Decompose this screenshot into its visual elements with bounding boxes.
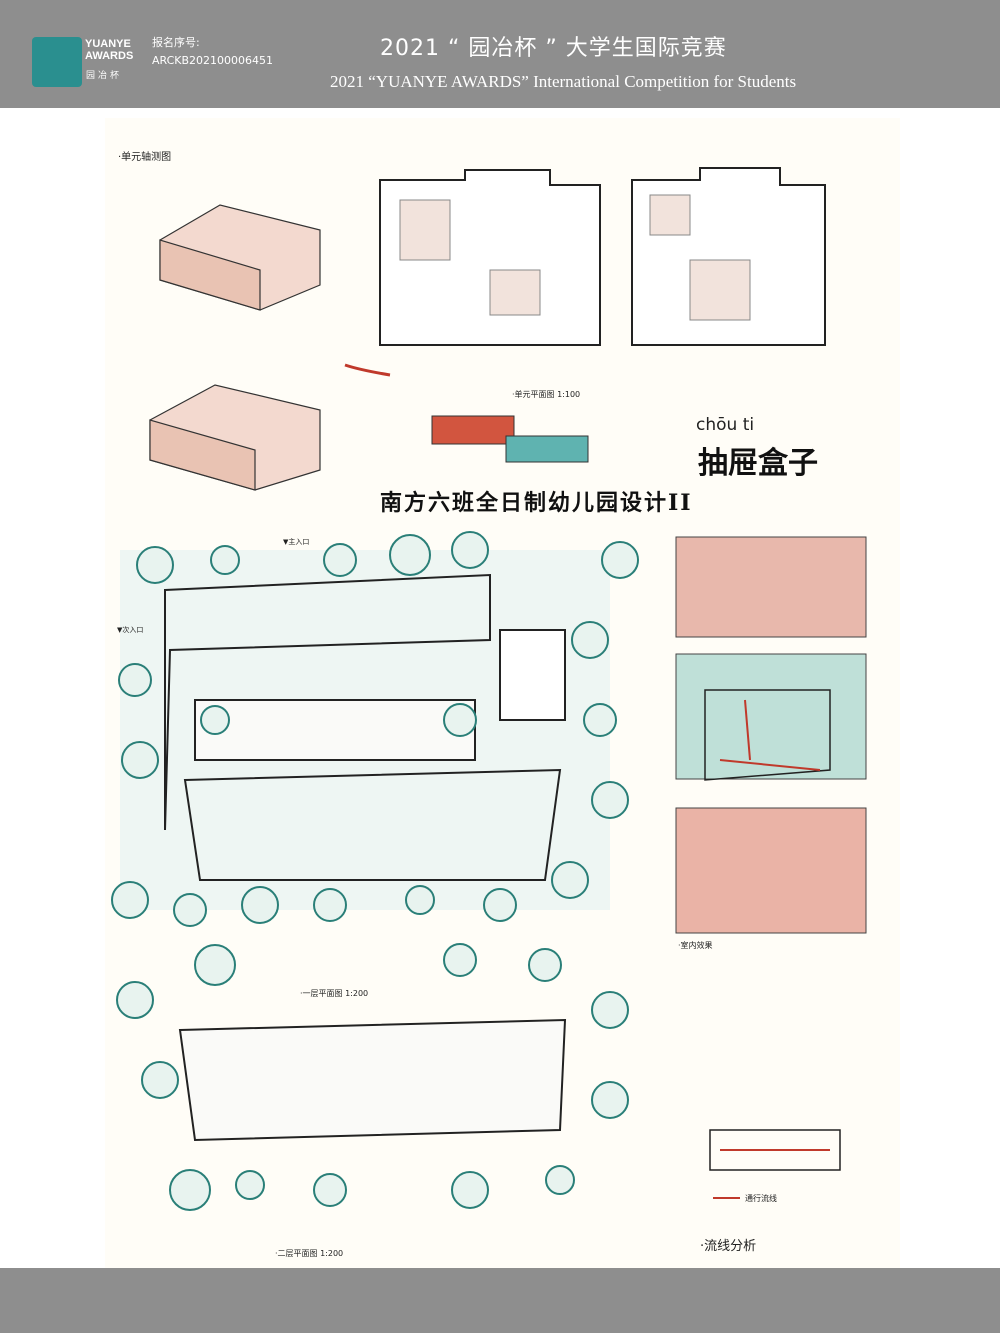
axonometric-drawings [149, 204, 391, 491]
project-title: 南方六班全日制幼儿园设计II [380, 490, 693, 516]
tree-icon [451, 531, 489, 569]
interior-label: ·室内效果 [678, 941, 713, 950]
color-swatches [431, 415, 589, 463]
concept-title: 抽屉盒子 [698, 446, 818, 481]
tree-icon [591, 991, 629, 1029]
tree-icon [118, 663, 152, 697]
registration-label: 报名序号: [152, 36, 200, 49]
tree-icon [241, 886, 279, 924]
interior-renderings [675, 536, 867, 934]
tree-icon [451, 1171, 489, 1209]
flow-diagrams [704, 689, 841, 1199]
tree-icon [583, 703, 617, 737]
tree-icon [121, 741, 159, 779]
tree-icon [116, 981, 154, 1019]
tree-icon [194, 944, 236, 986]
tree-icon [313, 888, 347, 922]
unit-plan-label: ·单元平面图 1:100 [512, 390, 581, 399]
side-entrance-label: ▼次入口 [117, 626, 144, 634]
logo-text: YUANYE AWARDS [85, 38, 134, 62]
unit-plans [379, 167, 826, 346]
site-plan-floor1 [120, 550, 610, 910]
tree-icon [591, 1081, 629, 1119]
logo-cn: 园冶杯 [86, 71, 123, 81]
tree-icon [483, 888, 517, 922]
registration-number: ARCKB202100006451 [152, 54, 274, 67]
tree-icon [591, 781, 629, 819]
flow-legend: 通行流线 [745, 1194, 777, 1203]
tree-icon [235, 1170, 265, 1200]
tree-icon [200, 705, 230, 735]
yuanye-logo [32, 37, 82, 87]
tree-icon [323, 543, 357, 577]
competition-title-cn: 2021 “ 园冶杯 ” 大学生国际竞赛 [380, 36, 727, 61]
pinyin: chōu ti [696, 415, 755, 435]
competition-title-en: 2021 “YUANYE AWARDS” International Compe… [330, 72, 797, 91]
tree-icon [528, 948, 562, 982]
tree-icon [210, 545, 240, 575]
tree-icon [601, 541, 639, 579]
tree-icon [545, 1165, 575, 1195]
trees [111, 531, 639, 1211]
tree-icon [405, 885, 435, 915]
tree-icon [136, 546, 174, 584]
floor1-label: ·一层平面图 1:200 [300, 989, 369, 998]
tree-icon [169, 1169, 211, 1211]
tree-icon [443, 943, 477, 977]
site-plan-floor2 [178, 1018, 567, 1142]
tree-icon [111, 881, 149, 919]
header-bar: YUANYE AWARDS 园冶杯 报名序号: ARCKB20210000645… [0, 0, 1000, 108]
main-entrance-label: ▼主入口 [283, 538, 310, 546]
tree-icon [389, 534, 431, 576]
floor2-label: ·二层平面图 1:200 [275, 1249, 344, 1258]
footer-bar [0, 1268, 1000, 1333]
tree-icon [141, 1061, 179, 1099]
axon-label: ·单元轴测图 [118, 152, 172, 163]
flow-analysis-label: ·流线分析 [700, 1239, 757, 1254]
tree-icon [551, 861, 589, 899]
tree-icon [443, 703, 477, 737]
tree-icon [571, 621, 609, 659]
tree-icon [313, 1173, 347, 1207]
tree-icon [173, 893, 207, 927]
